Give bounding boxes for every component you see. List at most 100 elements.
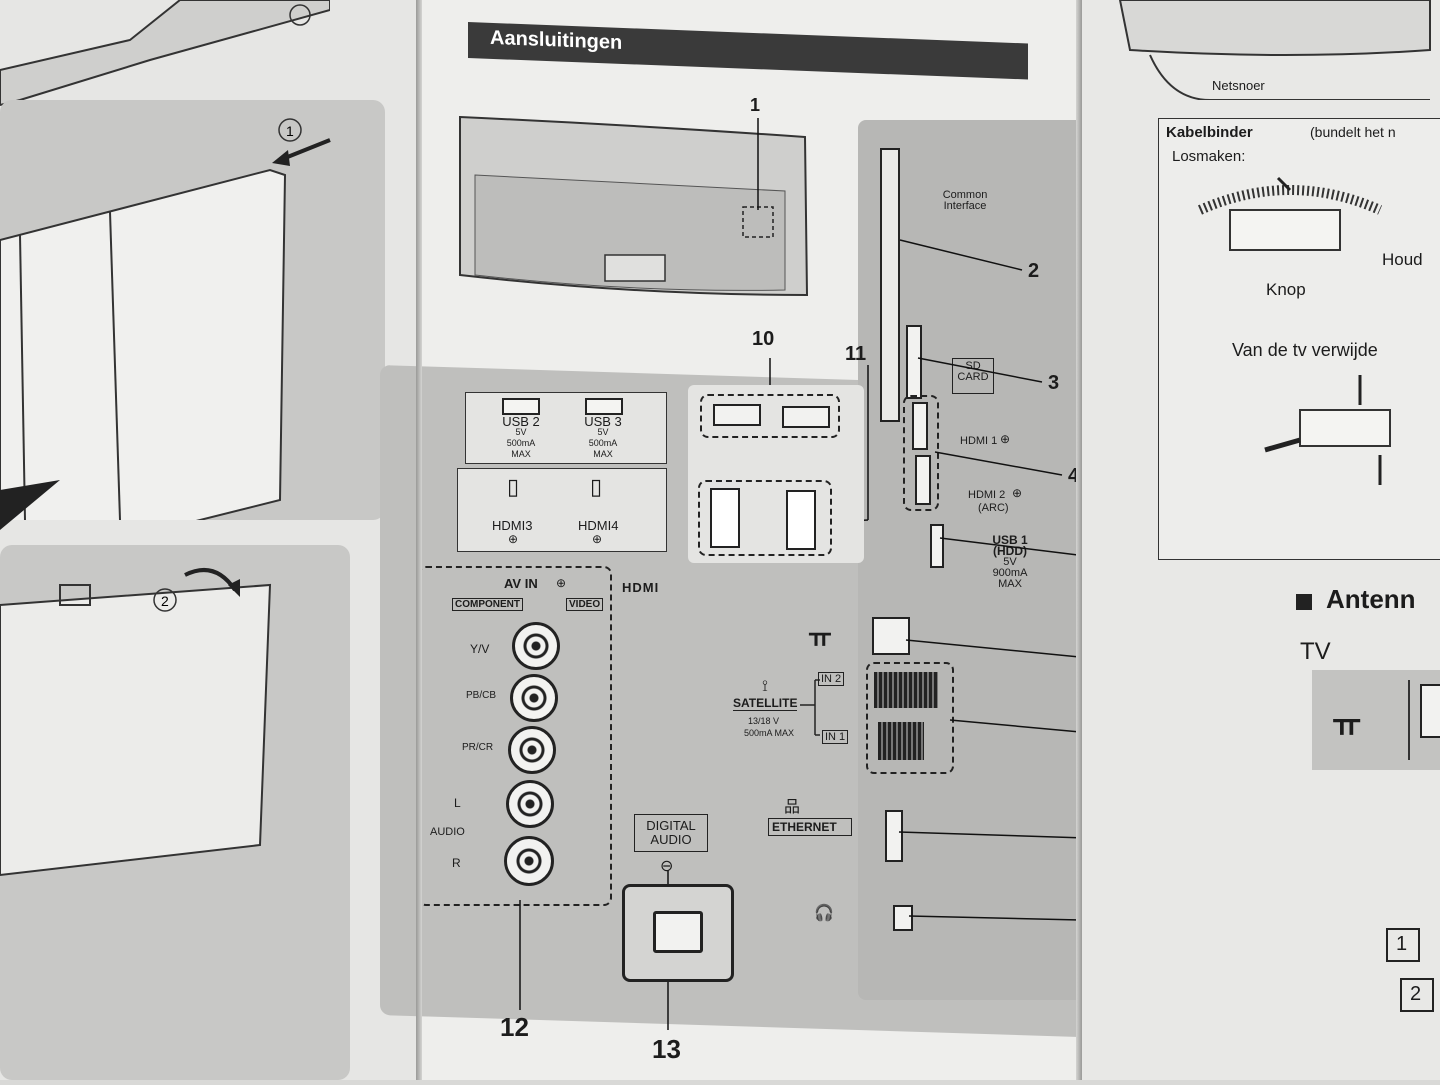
headphone-port[interactable] (893, 905, 913, 931)
hdmi2-label: HDMI 2 (968, 489, 1006, 501)
cable-tie-illustration-1 (1190, 170, 1390, 280)
satellite-dish-icon: ⟟ (762, 678, 768, 695)
callout-11: 11 (845, 343, 867, 365)
component-label: COMPONENT (452, 598, 523, 611)
antenna-tv-icon: ㅠ (1332, 707, 1362, 743)
usb2-current: 500mA (506, 438, 536, 448)
usb1-power-label: 5V (1003, 556, 1017, 568)
usb2-max: MAX (511, 449, 531, 459)
callout-1: 1 (750, 95, 761, 115)
usb-detail-box (465, 392, 667, 464)
antenna-tv-divider (1408, 680, 1410, 760)
sd-card-slot[interactable] (906, 325, 922, 399)
usb-ports-group (700, 394, 840, 438)
usb3-max: MAX (593, 449, 613, 459)
hdmi1-input-icon: ⊕ (1000, 432, 1011, 446)
list-item-2-box: 2 (1400, 978, 1434, 1012)
van-de-tv-label: Van de tv verwijde (1232, 340, 1378, 360)
av-row-label-pr: PR/CR (462, 742, 494, 753)
svg-text:2: 2 (161, 593, 169, 609)
audio-label: AUDIO (430, 826, 465, 838)
usb3-port[interactable] (782, 406, 830, 428)
antenna-section-bullet (1296, 594, 1312, 610)
satellite-connector-lines (800, 679, 820, 736)
satellite-in2-label: IN 2 (818, 672, 845, 686)
sd-card-label: SD CARD (957, 360, 989, 383)
hdmi2-arc-label: (ARC) (978, 502, 1009, 514)
ethernet-port[interactable] (885, 810, 903, 862)
list-item-2: 2 (1410, 983, 1422, 1005)
hdmi2-port[interactable] (915, 455, 931, 505)
list-item-1-box: 1 (1386, 928, 1420, 962)
optical-audio-port[interactable] (622, 884, 734, 982)
satellite-in1-label: IN 1 (822, 730, 849, 744)
satellite-label: SATELLITE (733, 696, 798, 711)
usb1-label-group: USB 1 (HDD) 5V 900mA MAX (985, 534, 1035, 590)
antenna-section-title: Antenn (1326, 584, 1416, 614)
rca-jack-y[interactable] (512, 622, 560, 670)
av-in-icon: ⊕ (556, 576, 567, 590)
left-illustration-panel-2: 2 (0, 545, 350, 1080)
antenna-port[interactable] (872, 617, 910, 655)
page-gutter-left (416, 0, 422, 1080)
hdmi3-input-icon: ⊕ (508, 532, 519, 546)
usb2-port[interactable] (713, 404, 761, 426)
headphone-icon: 🎧 (814, 905, 834, 922)
rca-jack-l[interactable] (506, 780, 554, 828)
av-row-label-r: R (452, 856, 461, 870)
usb1-port[interactable] (930, 524, 944, 568)
satellite-in2-port[interactable] (874, 672, 938, 708)
satellite-spec1: 13/18 V (748, 716, 780, 726)
usb2-connector (502, 398, 540, 415)
hdmi3-port[interactable] (710, 488, 740, 548)
hdmi4-input-icon: ⊕ (592, 532, 603, 546)
tv-label: TV (1300, 638, 1331, 665)
left-arrow-shape (0, 480, 60, 540)
satellite-in1-port[interactable] (878, 722, 924, 760)
usb1-max-label: MAX (998, 578, 1022, 590)
hdmi2-input-icon: ⊕ (1012, 486, 1023, 500)
hdmi3-label: HDMI3 (492, 518, 533, 533)
rca-jack-pb[interactable] (510, 674, 558, 722)
network-icon: 品 (784, 799, 801, 816)
hdmi1-label: HDMI 1 (960, 435, 998, 447)
ethernet-label: ETHERNET (768, 818, 852, 836)
video-label: VIDEO (566, 598, 604, 611)
houd-label: Houd (1382, 250, 1423, 269)
satellite-group (866, 662, 954, 774)
av-row-label-l: L (454, 796, 461, 810)
hdmi4-connector-icon: ▯ (590, 474, 603, 499)
hdmi4-label: HDMI4 (578, 518, 619, 533)
digital-audio-label: DIGITAL AUDIO (646, 818, 696, 847)
hdmi4-port[interactable] (786, 490, 816, 550)
callout-4: 4 (1068, 465, 1080, 487)
list-item-1: 1 (1396, 933, 1408, 955)
satellite-spec2: 500mA MAX (744, 728, 795, 738)
av-in-label: AV IN (504, 576, 538, 591)
rca-jack-r[interactable] (504, 836, 554, 886)
callout-13: 13 (652, 1034, 681, 1064)
hdmi1-port[interactable] (912, 402, 928, 450)
usb3-label: USB 3 (584, 414, 622, 429)
callout-3: 3 (1048, 372, 1060, 394)
antenna-tv-port (1420, 684, 1440, 738)
av-row-label-yv: Y/V (470, 642, 490, 656)
av-row-label-pb: PB/CB (466, 690, 497, 701)
usb3-label-group: USB 3 5V 500mA MAX (578, 414, 628, 460)
usb2-label: USB 2 (502, 414, 540, 429)
kabelbinder-subtitle: (bundelt het n (1310, 124, 1396, 140)
antenna-tv-panel (1312, 670, 1440, 770)
left-illustration-panel-1: 1 (0, 100, 385, 572)
usb3-connector (585, 398, 623, 415)
antenna-icon: ㅠ (808, 623, 832, 653)
hdmi3-connector-icon: ▯ (507, 474, 520, 499)
usb3-current: 500mA (588, 438, 618, 448)
sd-card-box: SD CARD (952, 358, 994, 394)
svg-text:1: 1 (286, 123, 294, 139)
callout-2: 2 (1028, 260, 1040, 282)
netsnoer-label: Netsnoer (1212, 78, 1265, 93)
callout-10: 10 (752, 328, 775, 350)
tv-power-illustration (1110, 0, 1440, 101)
rca-jack-pr[interactable] (508, 726, 556, 774)
common-interface-label: Common Interface (942, 189, 988, 212)
